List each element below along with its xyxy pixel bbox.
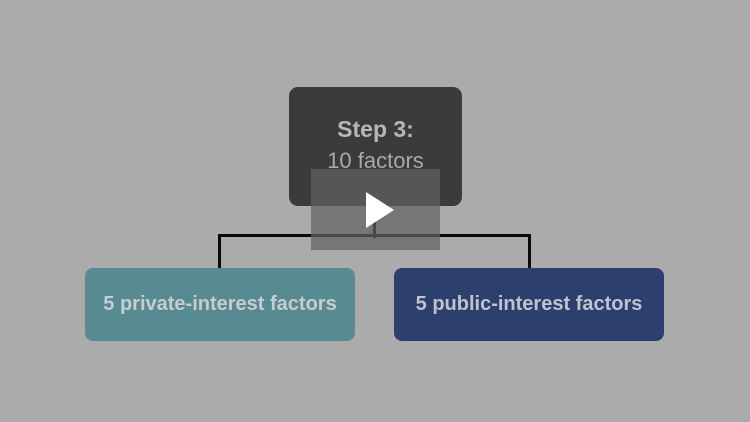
diagram-node-public-interest: 5 public-interest factors xyxy=(394,268,664,341)
play-button[interactable] xyxy=(311,169,440,250)
play-icon xyxy=(365,191,394,228)
public-interest-label: 5 public-interest factors xyxy=(415,293,643,315)
root-subtitle: 10 factors xyxy=(327,148,424,173)
connector-right-drop xyxy=(528,234,531,269)
diagram-node-private-interest: 5 private-interest factors xyxy=(85,268,355,341)
connector-left-drop xyxy=(218,234,221,269)
root-title: Step 3: xyxy=(337,116,414,142)
private-interest-label: 5 private-interest factors xyxy=(103,293,337,315)
